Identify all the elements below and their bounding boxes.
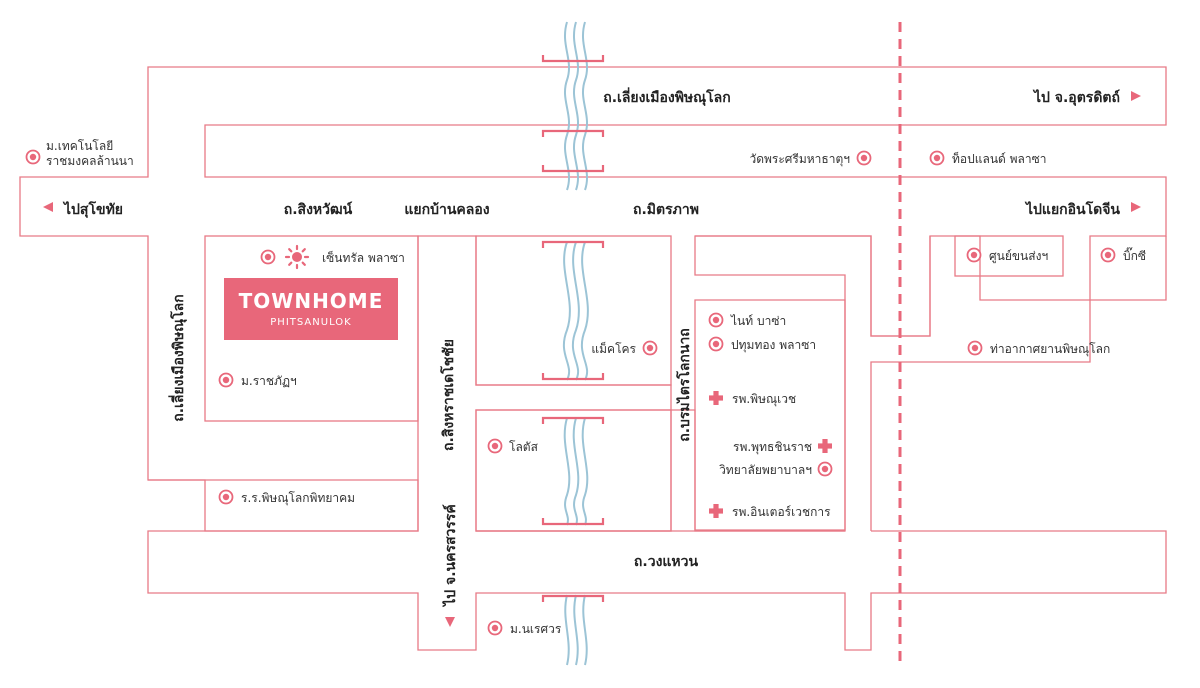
poi-phitsanulok-school: ร.ร.พิษณุโลกพิทยาคม [241,491,355,506]
poi-inter-vejchakarn: รพ.อินเตอร์เวชการ [732,505,831,519]
block-hospitals [694,299,846,532]
arrow-left-icon [43,202,53,212]
townhome-logo: TOWNHOME PHITSANULOK [224,278,398,340]
target-circle-icon [1100,247,1116,263]
road-labels: ถ.เลี่ยงเมืองพิษณุโลก ถ.สิงหวัฒน์ แยกบ้า… [168,87,731,570]
target-circle-icon [708,336,724,352]
road-name-wong-waen: ถ.วงแหวน [634,554,699,570]
road-name-liang-mueang-left: ถ.เลี่ยงเมืองพิษณุโลก [168,294,187,421]
red-cross-icon [818,439,832,453]
arrow-down-icon [445,617,455,627]
poi-wat-mahathat: วัดพระศรีมหาธาตุฯ [749,152,850,167]
brand-subtitle: PHITSANULOK [270,317,351,328]
poi-convention: ศูนย์ขนส่งฯ [989,249,1048,264]
river [562,21,589,666]
target-circle-icon [966,247,982,263]
points-of-interest: ม.เทคโนโลยี ราชมงคลล้านนา วัดพระศรีมหาธา… [25,139,1146,636]
target-circle-icon [708,312,724,328]
sun-logo-icon [284,244,310,270]
road-name-liang-mueang-top: ถ.เลี่ยงเมืองพิษณุโลก [603,87,730,106]
poi-naresuan: ม.นเรศวร [510,622,562,636]
red-cross-icon [709,391,723,405]
block-makro [475,235,672,386]
poi-nursing-college: วิทยาลัยพยาบาลฯ [719,463,812,477]
poi-rmutl-line1: ม.เทคโนโลยี [46,139,113,153]
target-circle-icon [487,620,503,636]
poi-rajabhat: ม.ราชภัฏฯ [241,374,297,388]
block-convention [954,235,1064,277]
road-name-mittraphap: ถ.มิตรภาพ [633,202,699,218]
direction-to-uttaradit: ไป จ.อุตรดิตถ์ [1032,88,1120,106]
road-outline-top-band [19,66,1167,532]
target-circle-icon [260,249,276,265]
poi-big-c: บิ๊กซี [1123,247,1146,263]
poi-central: เซ็นทรัล พลาซา [322,250,405,265]
road-outline-ring [147,479,1167,651]
brand-title: TOWNHOME [239,289,384,313]
target-circle-icon [487,438,503,454]
target-circle-icon [817,461,833,477]
direction-to-indochina: ไปแยกอินโดจีน [1024,200,1120,218]
poi-makro: แม็คโคร [591,341,636,356]
target-circle-icon [967,340,983,356]
poi-pathumthong: ปทุมทอง พลาซา [731,338,816,353]
target-circle-icon [929,150,945,166]
block-central-area [204,235,419,422]
road-name-sing-hawat: ถ.สิงหวัฒน์ [284,201,353,218]
target-circle-icon [25,149,41,165]
target-circle-icon [856,150,872,166]
target-circle-icon [218,372,234,388]
poi-nine-plaza: ไนท์ บาซ่า [730,314,786,328]
block-airport [870,236,1167,531]
direction-to-nakhon-sawan: ไป จ.นครสวรรค์ [441,504,459,608]
poi-rmutl-line2: ราชมงคลล้านนา [46,154,134,168]
red-cross-icon [709,504,723,518]
direction-to-sukhothai: ไปสุโขทัย [62,200,123,218]
bridges [541,55,605,602]
poi-airport: ท่าอากาศยานพิษณุโลก [990,342,1110,357]
poi-phitsanuvej: รพ.พิษณุเวช [732,392,796,407]
target-circle-icon [218,489,234,505]
direction-labels: ไป จ.อุตรดิตถ์ ไปสุโขทัย ไปแยกอินโดจีน ไ… [43,88,1141,627]
road-network [19,66,1167,651]
poi-top-land: ท็อปแลนด์ พลาซา [952,151,1047,166]
block-topland-south [695,235,931,337]
poi-buddhachinaraj: รพ.พุทธชินราช [733,440,812,455]
road-name-boromtrailokanat: ถ.บรมไตรโลกนาถ [675,328,693,442]
arrow-right-icon [1131,202,1141,212]
arrow-right-icon [1131,91,1141,101]
road-name-sing-hawat-chai: ถ.สิงหราชเดโชชัย [439,339,457,451]
road-name-yaek-ban-khlong: แยกบ้านคลอง [404,202,489,218]
poi-lotus: โลตัส [509,440,539,454]
target-circle-icon [642,340,658,356]
